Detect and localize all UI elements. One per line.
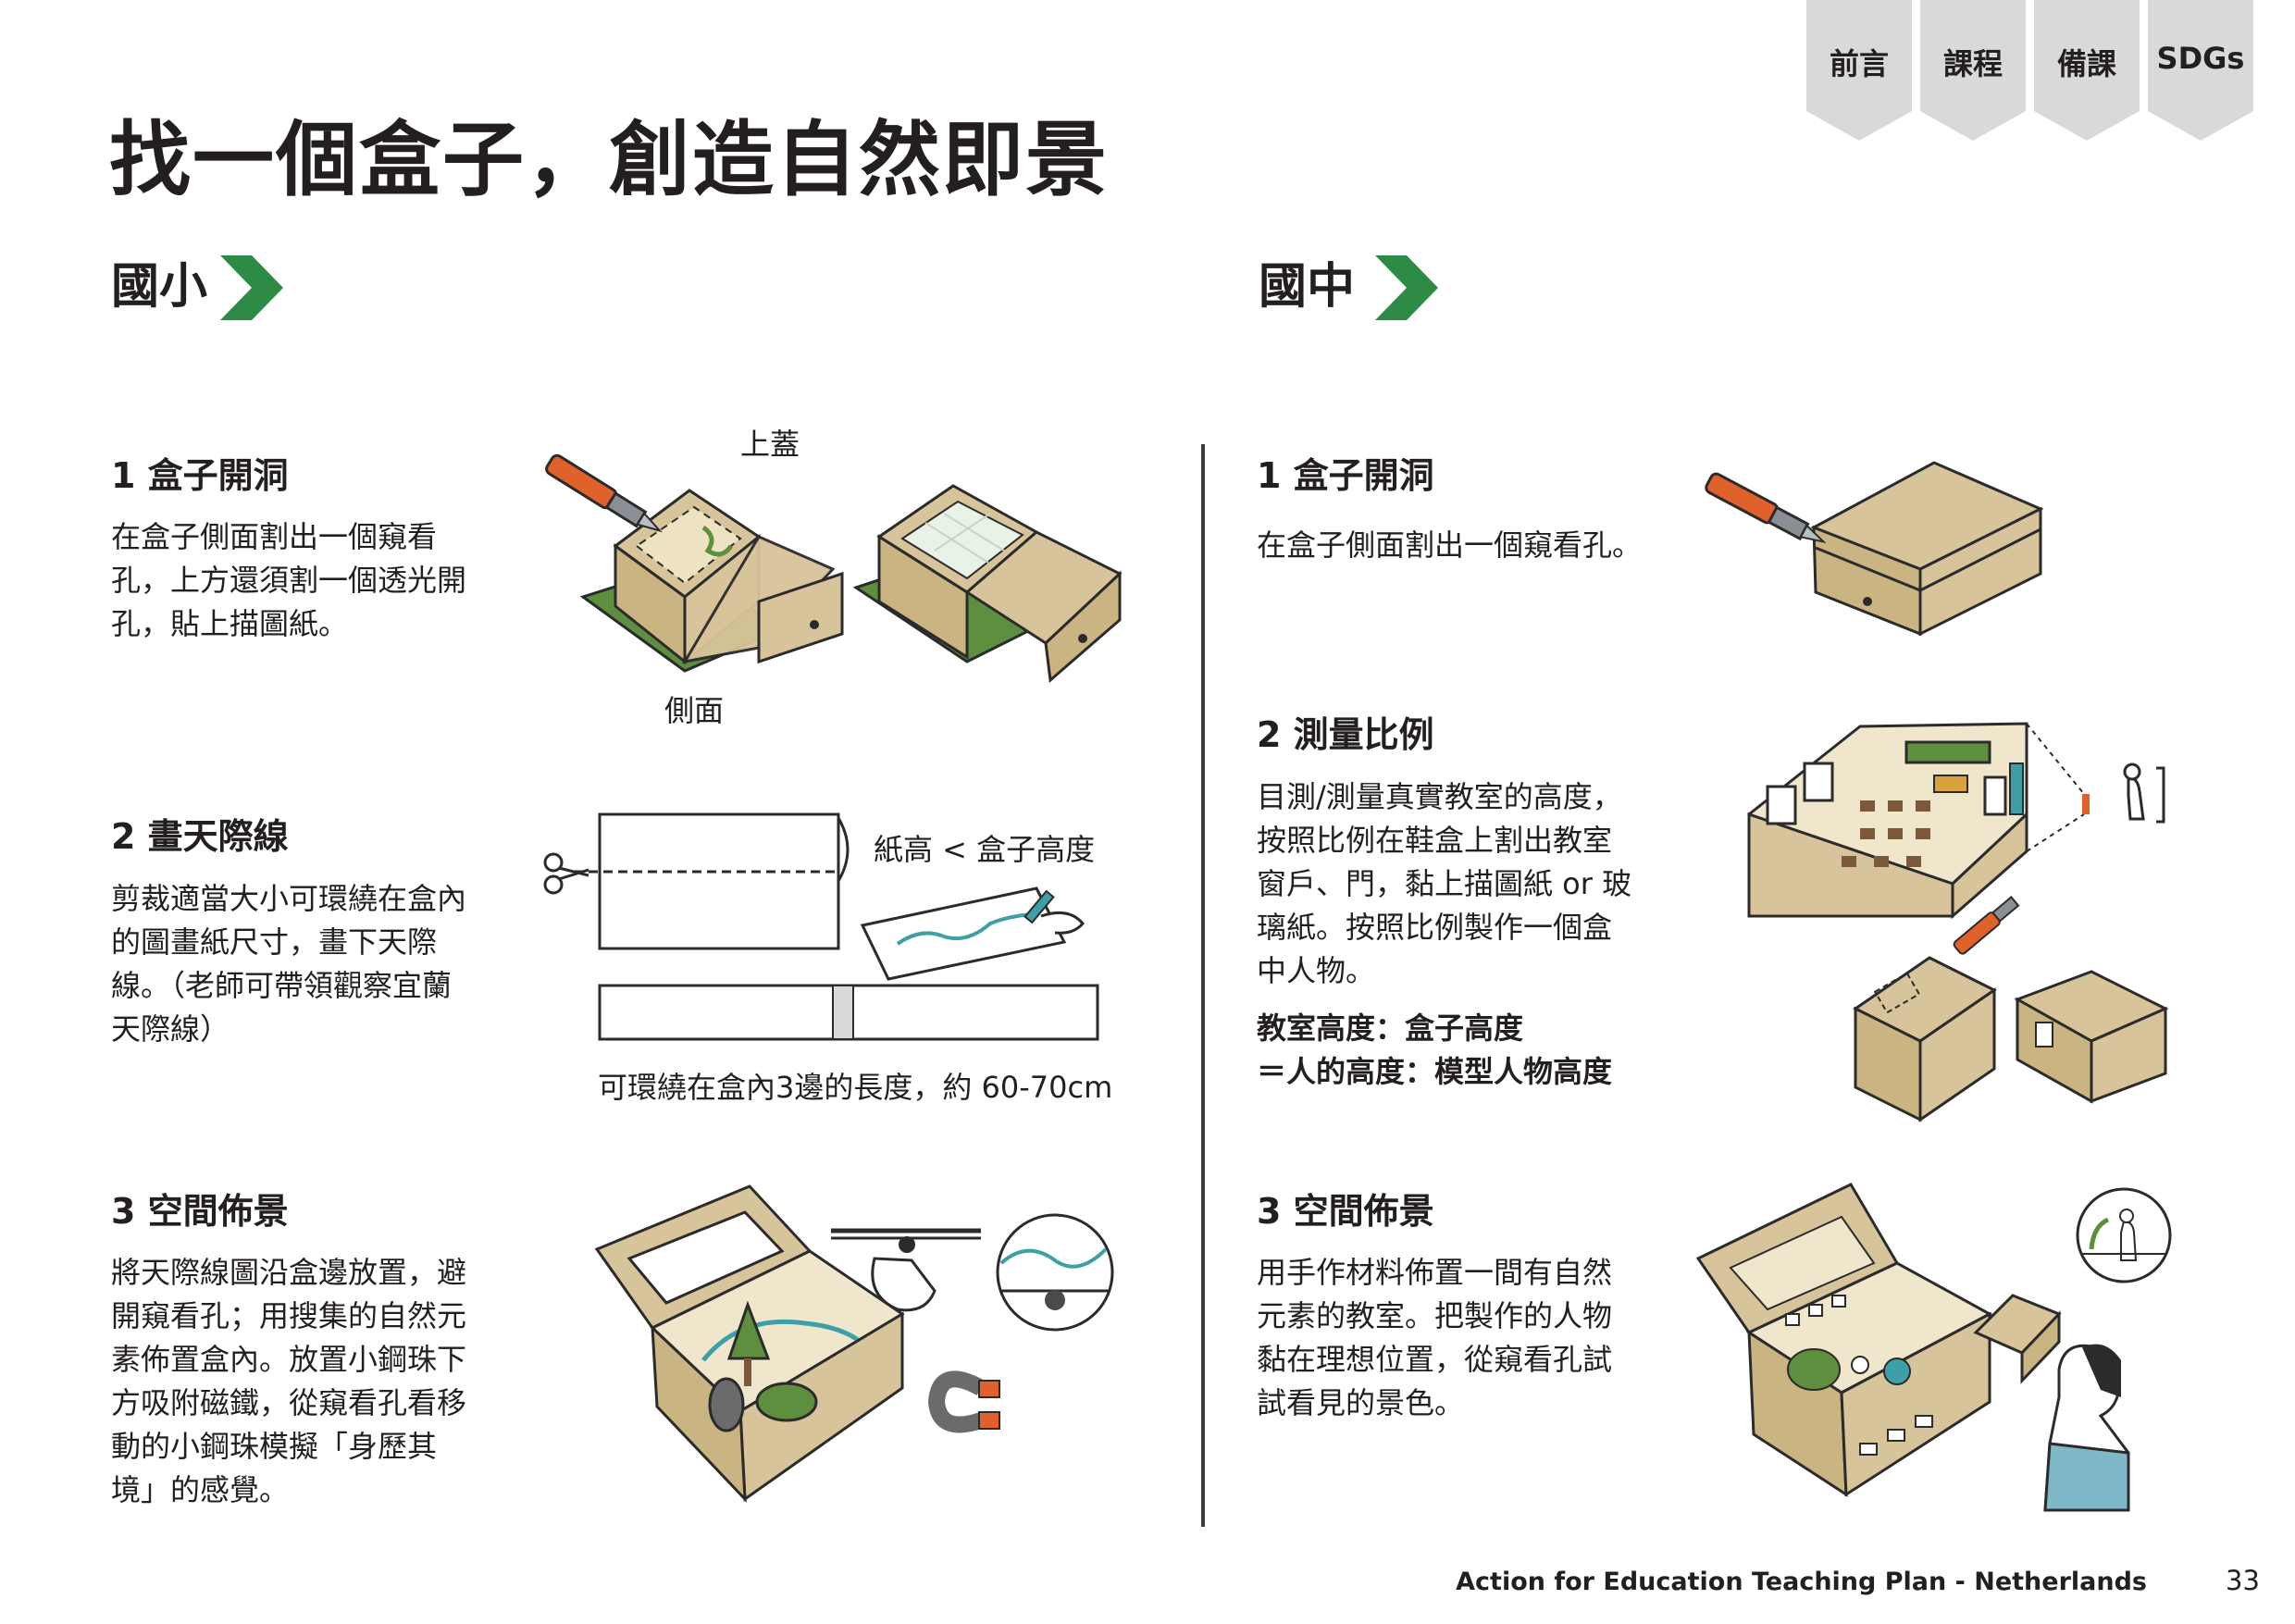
footer-text: Action for Education Teaching Plan - Net… <box>1456 1568 2147 1596</box>
junior-step2-body: 目測/測量真實教室的高度， 按照比例在鞋盒上割出教室 窗戶、門，黏上描圖紙 or… <box>1257 779 1632 988</box>
ratio-formula-line2: ＝人的高度：模型人物高度 <box>1257 1054 1613 1089</box>
page-number: 33 <box>2226 1565 2260 1596</box>
page-title: 找一個盒子，創造自然即景 <box>109 112 1110 207</box>
elementary-step2-body: 剪裁適當大小可環繞在盒內 的圖畫紙尺寸，畫下天際 線。（老師可帶領觀察宜蘭 天際… <box>111 881 467 1047</box>
skyline-paper-illustration <box>543 812 1099 1041</box>
diorama-box-illustration <box>594 1184 1114 1503</box>
tab-courses[interactable]: 課程 <box>1920 0 2026 141</box>
junior-step3-title: 3 空間佈景 <box>1257 1191 1434 1232</box>
chevron-right-icon <box>220 255 283 320</box>
junior-step2-title: 2 測量比例 <box>1257 714 1434 755</box>
classroom-diorama-illustration <box>1695 1183 2172 1512</box>
junior-high-heading: 國中 <box>1259 259 1356 315</box>
label-length-note: 可環繞在盒內3邊的長度，約 60-70cm <box>598 1070 1113 1105</box>
classroom-scale-illustration <box>1747 722 2169 1122</box>
box-cutting-illustration <box>545 453 1123 683</box>
tab-preface-label: 前言 <box>1829 46 1889 81</box>
tab-courses-label: 課程 <box>1942 46 2003 81</box>
elementary-step2-title: 2 畫天際線 <box>111 816 289 857</box>
tab-prep[interactable]: 備課 <box>2034 0 2140 141</box>
elementary-step1-title: 1 盒子開洞 <box>111 455 289 496</box>
elementary-step1-body: 在盒子側面割出一個窺看 孔，上方還須割一個透光開 孔，貼上描圖紙。 <box>111 519 467 641</box>
tab-sdgs[interactable]: SDGs <box>2148 0 2253 141</box>
ratio-formula-line1: 教室高度：盒子高度 <box>1257 1010 1524 1046</box>
elementary-heading: 國小 <box>111 259 208 315</box>
label-paper-height: 紙高 < 盒子高度 <box>874 832 1096 867</box>
tab-sdgs-label: SDGs <box>2156 41 2245 76</box>
elementary-step3-title: 3 空間佈景 <box>111 1191 289 1232</box>
label-side: 側面 <box>664 693 725 728</box>
label-lid: 上蓋 <box>740 427 800 462</box>
tab-prep-label: 備課 <box>2056 46 2116 81</box>
column-divider <box>1201 444 1205 1527</box>
chevron-right-icon <box>1375 255 1438 320</box>
closed-box-cutter-illustration <box>1705 461 2044 637</box>
junior-step1-title: 1 盒子開洞 <box>1257 455 1434 496</box>
junior-step1-body: 在盒子側面割出一個窺看孔。 <box>1257 527 1643 563</box>
elementary-step3-body: 將天際線圖沿盒邊放置，避 開窺看孔；用搜集的自然元 素佈置盒內。放置小鋼珠下 方… <box>111 1255 467 1507</box>
tab-preface[interactable]: 前言 <box>1806 0 1912 141</box>
junior-step3-body: 用手作材料佈置一間有自然 元素的教室。把製作的人物 黏在理想位置，從窺看孔試 試… <box>1257 1255 1613 1420</box>
